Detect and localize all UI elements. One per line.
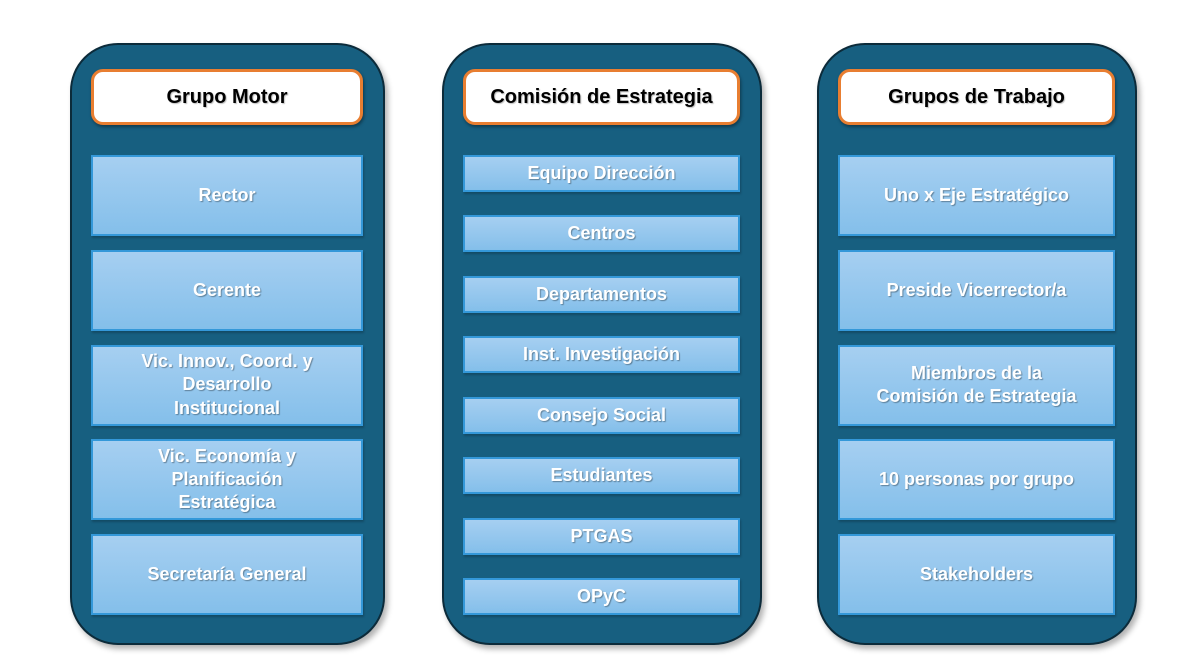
item-box: Departamentos (463, 275, 740, 313)
item-box: Miembros de la Comisión de Estrategia (838, 344, 1115, 426)
item-box: Stakeholders (838, 534, 1115, 615)
item-box: Vic. Economía y Planificación Estratégic… (91, 439, 363, 521)
item-box: Equipo Dirección (463, 155, 740, 192)
item-box: PTGAS (463, 517, 740, 555)
item-box: Secretaría General (91, 534, 363, 615)
item-box: Vic. Innov., Coord. y Desarrollo Institu… (91, 344, 363, 426)
item-box: Estudiantes (463, 457, 740, 495)
item-box: Uno x Eje Estratégico (838, 155, 1115, 236)
item-box: Preside Vicerrector/a (838, 249, 1115, 331)
item-box: OPyC (463, 577, 740, 615)
item-box: 10 personas por grupo (838, 439, 1115, 521)
column-title-grupos-de-trabajo: Grupos de Trabajo (838, 69, 1115, 125)
item-box: Rector (91, 155, 363, 236)
item-box: Centros (463, 215, 740, 253)
item-box: Gerente (91, 249, 363, 331)
column-title-grupo-motor: Grupo Motor (91, 69, 363, 125)
column-title-comision-de-estrategia: Comisión de Estrategia (463, 69, 740, 125)
item-box: Inst. Investigación (463, 336, 740, 374)
item-box: Consejo Social (463, 396, 740, 434)
